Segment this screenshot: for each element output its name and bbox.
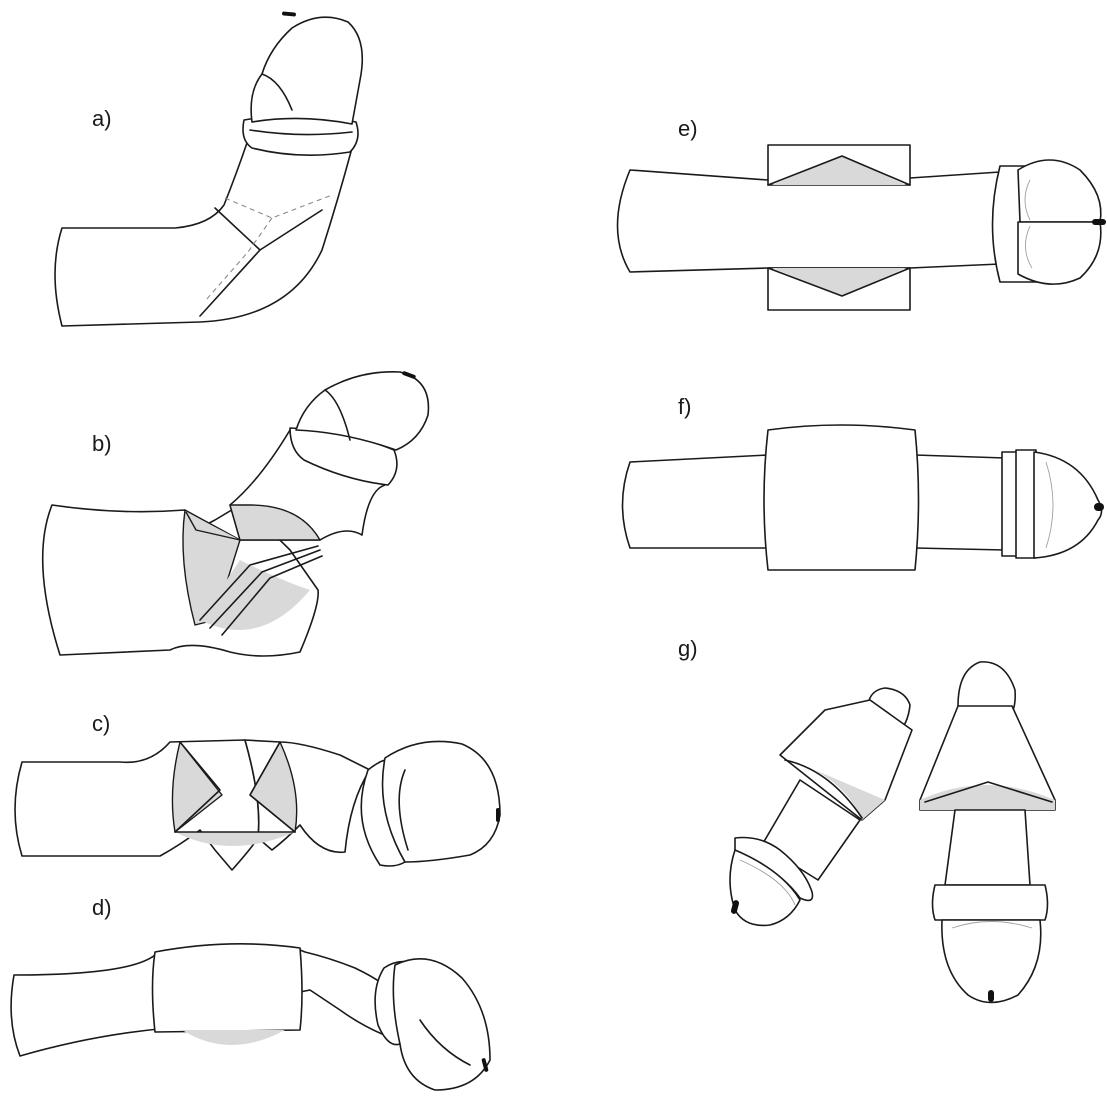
panel-e-label: e) [678,116,698,141]
panel-b-label: b) [92,431,112,456]
panel-b: b) [43,371,429,656]
panel-d: d) [11,895,490,1090]
panel-c-label: c) [92,711,110,736]
panel-b-drawing [43,371,429,656]
panel-c: c) [15,711,500,870]
panel-a-drawing [55,11,362,326]
panel-g: g) [678,636,1055,1003]
panel-d-label: d) [92,895,112,920]
panel-g-label: g) [678,636,698,661]
panel-f-drawing [623,425,1105,570]
panel-f-label: f) [678,394,691,419]
panel-c-drawing [15,740,500,870]
panel-e: e) [618,116,1107,310]
panel-a-label: a) [92,106,112,131]
panel-f: f) [623,394,1105,570]
panel-a: a) [55,11,362,326]
panel-g-drawing-left [730,688,912,925]
panel-e-drawing [618,145,1107,310]
panel-g-drawing-right [920,662,1055,1003]
panel-d-drawing [11,944,490,1090]
